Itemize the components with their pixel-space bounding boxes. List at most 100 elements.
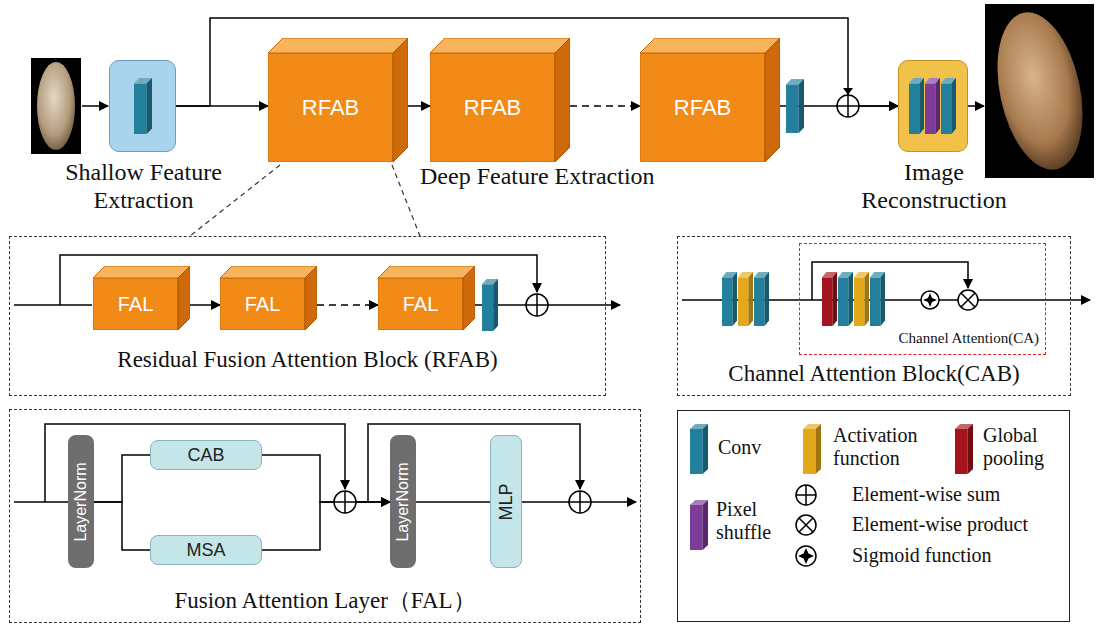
legend-text: Element-wise sum [852,483,1000,506]
cube-face [463,266,475,330]
conv-layer [786,79,804,133]
cube-face [268,38,408,53]
bar-label: MLP [496,483,517,520]
attention-region: Channel Attention(CA) [800,244,1045,354]
attention-box: CAB [150,440,262,470]
product-symbol [958,290,978,310]
wire [14,304,92,306]
block-name: RFAB [640,53,765,162]
block-name: RFAB [430,53,555,162]
legend-swatch-shape [690,424,708,474]
module-box: Shallow Feature Extraction [109,60,176,152]
legend-text: Pixel shuffle [716,498,782,544]
block-name: FAL [220,278,305,330]
legend-swatch [690,500,708,550]
module-icon [899,61,967,151]
cube-face [220,278,305,330]
conv-layer [870,272,885,326]
product-symbol [796,515,816,535]
module-icon [110,61,175,151]
connector [94,502,150,550]
sum-symbol [837,95,859,117]
conv-layer [722,272,737,326]
connector [94,455,150,502]
dashed-panel: Residual Fusion Attention Block (RFAB) FA… [10,237,605,395]
module-box: Image Reconstruction [898,60,968,152]
dashed-panel: Fusion Attention Layer（FAL） LayerNorm CAB M… [10,410,640,622]
wire [522,501,569,503]
sigmoid-symbol [798,548,814,564]
conv-layer [909,78,924,134]
wire [591,501,636,503]
layer-cube: FAL [93,266,190,330]
output-arrow [968,105,984,107]
region-label: Channel Attention(CA) [899,330,1039,347]
sum-symbol [526,294,548,316]
zoom-line [392,165,420,236]
block-name: FAL [378,278,463,330]
sum-symbol [796,485,816,505]
connector [190,304,220,306]
box-label: MSA [186,540,225,561]
input-image-ground [31,58,81,154]
panel-title: Fusion Attention Layer（FAL） [10,588,640,614]
input-seed [37,62,75,150]
connector [408,105,430,107]
norm-bar: LayerNorm [68,435,94,568]
group-label: Deep Feature Extraction [420,163,655,191]
cube-face [430,53,555,162]
bar-label: LayerNorm [394,462,412,541]
cube-face [640,53,765,162]
product-symbol [961,293,975,307]
layer-cube: FAL [378,266,475,330]
sum-symbol [334,491,356,513]
cube-face [393,38,408,162]
conv-layer [838,272,853,326]
cube-face [378,278,463,330]
legend-swatch [955,424,973,474]
block-name: RFAB [268,53,393,162]
block-name: FAL [93,278,178,330]
layer-cube: FAL [220,266,317,330]
activation-layer [738,272,753,326]
activation-layer [854,272,869,326]
legend-swatch [803,424,821,474]
conv-layer [754,272,769,326]
sigmoid-symbol [923,293,937,307]
input-arrow [82,105,108,107]
module-title: Shallow Feature Extraction [44,159,244,214]
block-cube: RFAB [640,38,780,162]
cube-face [178,266,190,330]
connector [262,502,390,550]
legend-swatch-shape [690,500,708,550]
block-cube: RFAB [268,38,408,162]
sigmoid-symbol [796,546,816,566]
pixel-shuffle-layer [925,78,940,134]
cube-face [378,266,475,278]
block-cube: RFAB [430,38,570,162]
cube-face [220,266,317,278]
output-seed [984,4,1096,177]
cube-face [305,266,317,330]
module-title: Image Reconstruction [849,159,1019,214]
connector [317,304,378,306]
connector [262,455,390,502]
cube-face [93,278,178,330]
arrow-head [843,88,853,95]
mlp-bar: MLP [490,435,522,568]
panel-title: Residual Fusion Attention Block (RFAB) [10,347,605,373]
panel-title: Channel Attention Block(CAB) [678,361,1070,387]
box-label: CAB [187,445,224,466]
conv-layer [134,78,152,134]
legend-swatch [690,424,708,474]
connector [416,501,490,503]
cube-face [430,38,570,53]
product-symbol [799,518,813,532]
sum-symbol [334,491,356,513]
cube-face [765,38,780,162]
sum-symbol [569,491,591,513]
wire [14,501,68,503]
cube-face [640,38,780,53]
